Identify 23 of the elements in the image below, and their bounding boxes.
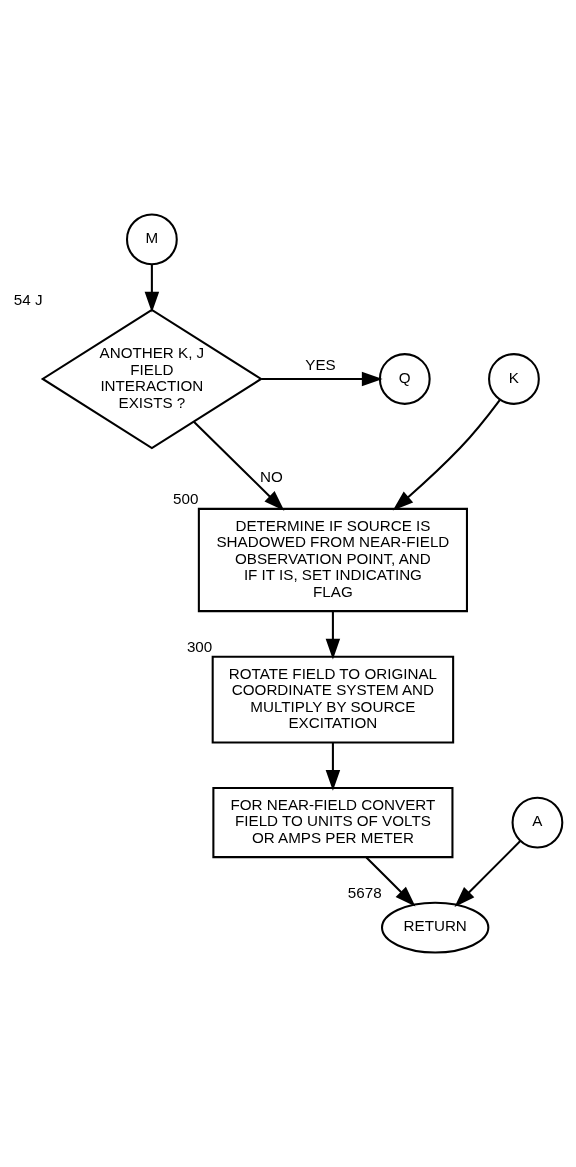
arrow — [392, 399, 501, 511]
node-circle: A — [511, 796, 564, 849]
node-label: 54 J — [13, 291, 43, 309]
node-box: ROTATE FIELD TO ORIGINAL COORDINATE SYSTEM AND MULTIPLY BY SOURCE EXCITATION — [211, 655, 455, 744]
node-box: FOR NEAR-FIELD CONVERT FIELD TO UNITS OF VOLTS OR AMPS PER METER — [212, 787, 454, 859]
edge-label: YES — [305, 356, 336, 374]
arrow — [365, 856, 416, 907]
node-box: DETERMINE IF SOURCE IS SHADOWED FROM NEAR-FIELD OBSERVATION POINT, AND IF IT IS, SET INDICATING FLAG — [197, 507, 468, 613]
arrow — [325, 743, 341, 791]
arrow — [193, 420, 285, 511]
arrow — [144, 264, 160, 313]
arrow — [261, 371, 383, 387]
edge-label: NO — [260, 468, 283, 486]
node-ellipse: RETURN — [380, 901, 490, 954]
arrow — [325, 611, 341, 660]
node-diamond: ANOTHER K, J FIELD INTERACTION EXISTS ? — [40, 308, 263, 450]
node-circle: Q — [378, 353, 431, 405]
node-label: 5678 — [347, 884, 382, 902]
arrow — [454, 840, 522, 907]
node-circle: K — [488, 353, 540, 405]
node-circle: M — [125, 213, 178, 266]
node-label: 300 — [186, 638, 213, 656]
node-label: 500 — [173, 490, 199, 508]
